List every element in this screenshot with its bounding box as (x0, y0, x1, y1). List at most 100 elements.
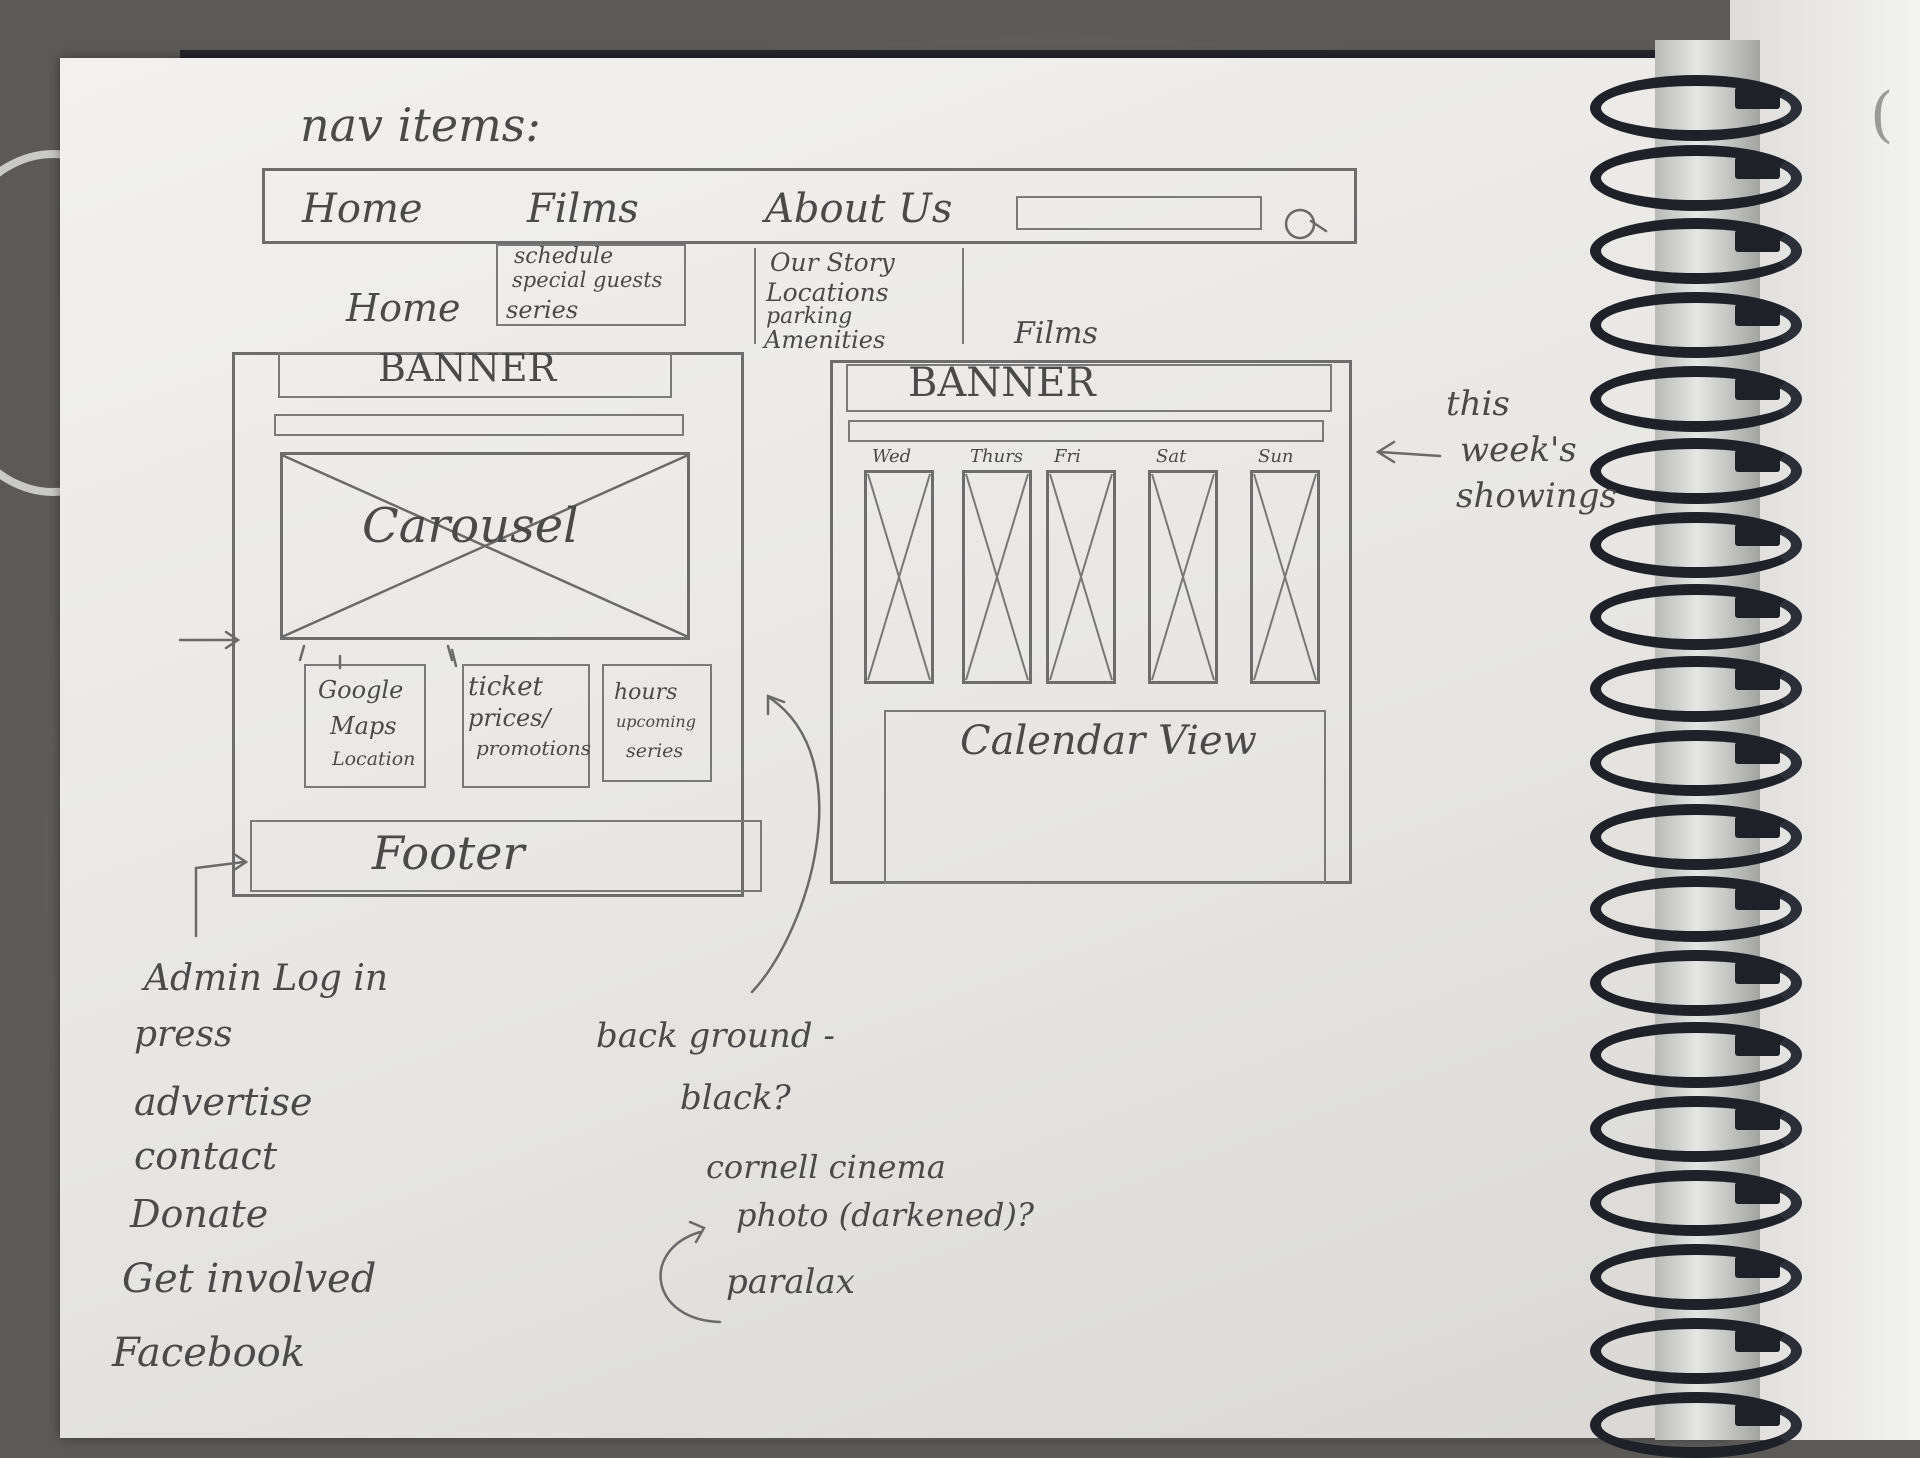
spiral-ring-tab (1735, 230, 1780, 252)
day-label: Wed (872, 446, 912, 467)
day-placeholder-cross (965, 473, 1029, 681)
spiral-ring (1590, 730, 1802, 796)
spiral-ring (1590, 75, 1802, 141)
spiral-ring-tab (1735, 888, 1780, 910)
films-banner-label: BANNER (908, 360, 1096, 406)
day-label: Sun (1258, 446, 1294, 467)
footer-link-note: advertise (134, 1080, 313, 1124)
background-note-line: black? (680, 1078, 791, 1118)
showings-note-line2: week's (1460, 430, 1577, 470)
nav-item-home: Home (302, 186, 423, 232)
spiral-ring (1590, 1022, 1802, 1088)
spiral-ring-tab (1735, 378, 1780, 400)
about-dropdown-sketch (754, 248, 964, 344)
background-note-line: cornell cinema (706, 1148, 946, 1186)
day-film-placeholder (1250, 470, 1320, 684)
spiral-ring-tab (1735, 1108, 1780, 1130)
spiral-ring-tab (1735, 742, 1780, 764)
spiral-ring (1590, 438, 1802, 504)
spiral-ring (1590, 950, 1802, 1016)
about-dropdown-parking: parking (766, 304, 853, 329)
films-dropdown-series: series (506, 296, 579, 324)
films-calendar-label: Calendar View (960, 718, 1257, 764)
spiral-ring (1590, 1170, 1802, 1236)
day-film-placeholder (864, 470, 934, 684)
day-placeholder-cross (867, 473, 931, 681)
nav-search-field (1016, 196, 1262, 230)
home-footer-box (250, 820, 762, 892)
spiral-ring-tab (1735, 524, 1780, 546)
spiral-ring-tab (1735, 962, 1780, 984)
day-label: Thurs (970, 446, 1024, 467)
spiral-ring-tab (1735, 1330, 1780, 1352)
spiral-ring (1590, 656, 1802, 722)
nav-item-about-us: About Us (765, 186, 953, 232)
spiral-ring (1590, 1318, 1802, 1384)
spiral-ring (1590, 584, 1802, 650)
background-note-line: paralax (726, 1262, 855, 1302)
nav-heading: nav items: (300, 98, 541, 152)
showings-note-line1: this (1446, 384, 1510, 424)
films-calendar-box (884, 710, 1326, 884)
footer-link-note: Facebook (112, 1330, 305, 1376)
spiral-ring-tab (1735, 1404, 1780, 1426)
showings-note-line3: showings (1456, 476, 1617, 516)
home-tile-maps-line2: Maps (330, 712, 397, 740)
spiral-ring (1590, 1096, 1802, 1162)
day-film-placeholder (962, 470, 1032, 684)
spiral-ring-tab (1735, 157, 1780, 179)
home-tile-maps (304, 664, 426, 788)
home-tile-hours-line3: series (626, 740, 684, 762)
home-nav-strip (274, 414, 684, 436)
footer-link-note: Donate (130, 1192, 269, 1236)
spiral-ring-tab (1735, 304, 1780, 326)
home-banner-box (278, 352, 672, 398)
spiral-ring-tab (1735, 1256, 1780, 1278)
spiral-ring (1590, 1244, 1802, 1310)
nav-bar-sketch (262, 168, 1357, 244)
home-tile-hours-line2: upcoming (616, 712, 696, 731)
next-page-mark: ( (1870, 80, 1894, 150)
notebook-cover-edge (180, 50, 1700, 60)
background-note-line: photo (darkened)? (736, 1196, 1034, 1234)
footer-link-note: Get involved (122, 1256, 377, 1302)
spiral-ring (1590, 292, 1802, 358)
about-dropdown-locations: Locations (766, 278, 889, 307)
spiral-ring (1590, 876, 1802, 942)
spiral-ring (1590, 366, 1802, 432)
home-footer-label: Footer (372, 826, 525, 880)
spiral-ring (1590, 145, 1802, 211)
day-placeholder-cross (1151, 473, 1215, 681)
spiral-ring-tab (1735, 816, 1780, 838)
home-tile-maps-line1: Google (318, 676, 404, 704)
spiral-ring-tab (1735, 1182, 1780, 1204)
spiral-ring (1590, 218, 1802, 284)
films-dropdown-special-guests: special guests (512, 268, 663, 292)
day-placeholder-cross (1253, 473, 1317, 681)
day-label: Fri (1054, 446, 1081, 467)
home-carousel-label: Carousel (362, 498, 579, 554)
home-tile-tickets-line2: prices/ (468, 704, 551, 732)
spiral-ring (1590, 512, 1802, 578)
home-tile-hours (602, 664, 712, 782)
home-tile-hours-line1: hours (614, 680, 678, 705)
home-tile-tickets (462, 664, 590, 788)
films-wireframe-label: Films (1014, 316, 1098, 351)
nav-item-films: Films (527, 186, 639, 232)
footer-link-note: Admin Log in (144, 958, 389, 999)
home-banner-label: BANNER (378, 346, 557, 390)
about-dropdown-our-story: Our Story (770, 248, 895, 277)
spiral-ring-tab (1735, 668, 1780, 690)
spiral-ring-tab (1735, 450, 1780, 472)
day-film-placeholder (1148, 470, 1218, 684)
about-dropdown-amenities: Amenities (764, 326, 886, 354)
films-nav-strip (848, 420, 1324, 442)
films-dropdown-schedule: schedule (514, 244, 614, 269)
footer-link-note: press (134, 1014, 233, 1055)
day-placeholder-cross (1049, 473, 1113, 681)
films-dropdown-sketch (496, 244, 686, 326)
films-banner-box (846, 364, 1332, 412)
